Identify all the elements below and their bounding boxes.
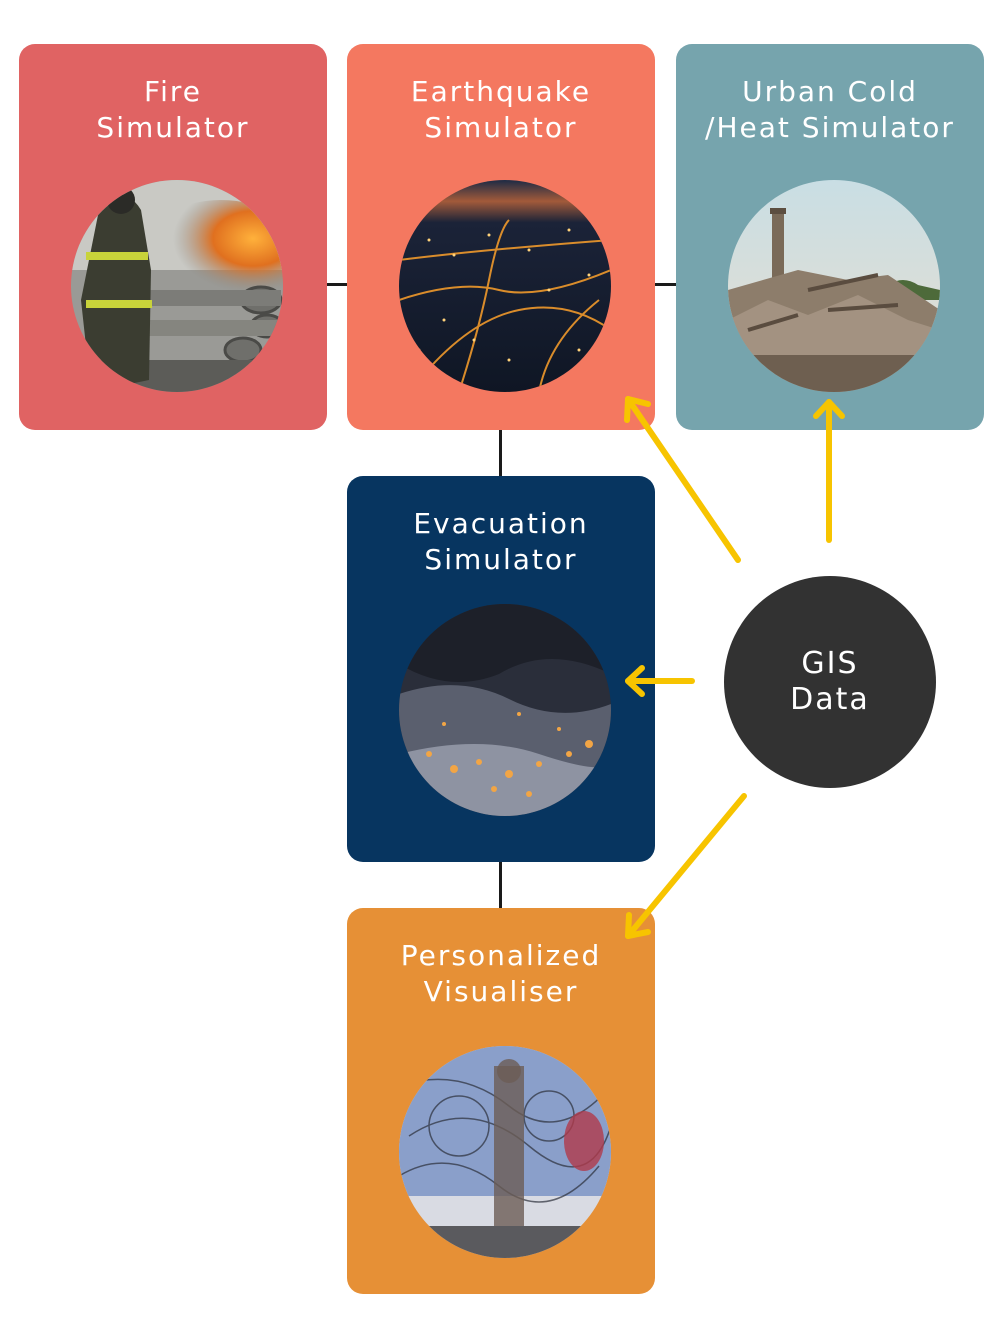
connector-evacuation-visualiser [499, 861, 502, 908]
fire-simulator-card: Fire Simulator [19, 44, 327, 430]
title-line-1: Urban Cold [742, 75, 918, 108]
city-lights-photo [399, 180, 611, 392]
title-line-2: Simulator [96, 111, 250, 144]
title-line-1: Personalized [400, 939, 602, 972]
visualiser-card: Personalized Visualiser [347, 908, 655, 1294]
title-line-2: Visualiser [423, 975, 579, 1008]
connector-earthquake-urban [655, 283, 676, 286]
evacuation-simulator-title: Evacuation Simulator [347, 506, 655, 578]
firefighter-photo [71, 180, 283, 392]
connector-earthquake-evacuation [499, 429, 502, 476]
title-line-1: Evacuation [413, 507, 589, 540]
title-line-2: Simulator [424, 111, 578, 144]
gis-line-1: GIS [801, 646, 859, 681]
snowy-town-photo [399, 604, 611, 816]
connector-fire-earthquake [327, 283, 347, 286]
urban-simulator-card: Urban Cold /Heat Simulator [676, 44, 984, 430]
earthquake-simulator-card: Earthquake Simulator [347, 44, 655, 430]
title-line-1: Earthquake [410, 75, 592, 108]
gis-data-node: GIS Data [724, 576, 936, 788]
urban-simulator-title: Urban Cold /Heat Simulator [676, 74, 984, 146]
title-line-2: /Heat Simulator [705, 111, 955, 144]
fire-simulator-title: Fire Simulator [19, 74, 327, 146]
visualiser-title: Personalized Visualiser [347, 938, 655, 1010]
title-line-1: Fire [144, 75, 202, 108]
gis-line-2: Data [790, 682, 870, 717]
rubble-photo [728, 180, 940, 392]
evacuation-simulator-card: Evacuation Simulator [347, 476, 655, 862]
title-line-2: Simulator [424, 543, 578, 576]
earthquake-simulator-title: Earthquake Simulator [347, 74, 655, 146]
motion-blur-person-photo [399, 1046, 611, 1258]
